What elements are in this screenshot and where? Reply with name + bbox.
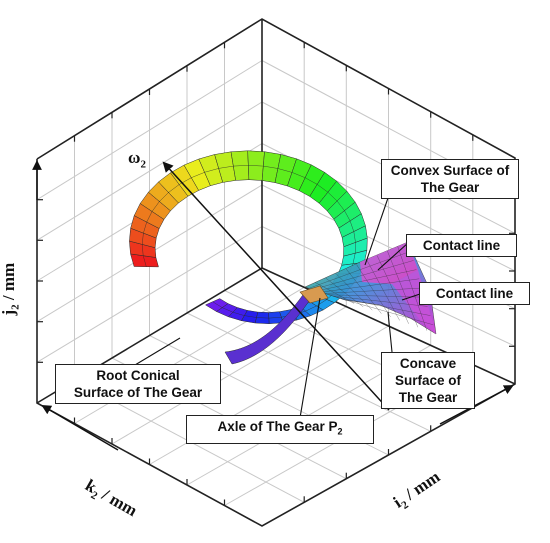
surface-mesh-line	[324, 287, 423, 294]
ribbon-mesh-line	[305, 177, 318, 185]
ribbon-mesh-line	[349, 220, 354, 232]
contact-line-callout-upper: Contact line	[406, 234, 517, 257]
ribbon-mesh-line	[248, 165, 264, 167]
ribbon-mesh-line	[204, 168, 219, 173]
ribbon-mesh-line	[218, 165, 234, 169]
ribbon-mesh-line	[142, 233, 144, 245]
j-axis-label: j2 / mm	[0, 262, 22, 316]
ribbon-mesh-line	[291, 172, 306, 178]
ribbon-mesh-line	[168, 184, 180, 193]
ribbon-mesh-line	[344, 210, 351, 221]
ribbon-mesh-line	[327, 192, 338, 202]
ribbon-mesh-line	[352, 253, 356, 264]
axes-frame	[36, 18, 516, 527]
axle-callout: Axle of The Gear P2	[186, 415, 374, 444]
ribbon-mesh-line	[151, 201, 160, 212]
ribbon-mesh-line	[146, 211, 153, 223]
ribbon-mesh-line	[222, 307, 233, 313]
ribbon-segment	[204, 298, 229, 312]
surface-mesh-line	[336, 297, 431, 316]
ribbon-mesh-line	[336, 200, 345, 211]
surface-mesh-line	[387, 250, 418, 328]
ribbon-mesh-line	[191, 172, 205, 178]
surface-mesh-line	[397, 246, 428, 331]
ribbon-mesh-line	[232, 312, 245, 316]
gear-axle	[162, 161, 390, 411]
convex-surface-callout: Convex Surface of The Gear	[381, 159, 519, 199]
ribbon-mesh-line	[143, 222, 147, 234]
surface-mesh-line	[376, 255, 409, 324]
ribbon-mesh-line	[277, 168, 293, 173]
ribbon-mesh-line	[256, 317, 269, 319]
ribbon-mesh-line	[263, 165, 278, 169]
ribbon-mesh-line	[179, 177, 192, 185]
surface-mesh-line	[366, 259, 400, 321]
ribbon-mesh-line	[353, 231, 356, 243]
concave-convex-contact-surface	[299, 241, 437, 335]
omega-label: ω2	[128, 148, 146, 171]
root-conical-surface	[129, 150, 368, 365]
surface-mesh-line	[340, 298, 434, 325]
surface-mesh-line	[332, 295, 428, 307]
ribbon-mesh-line	[212, 301, 223, 308]
ribbon-mesh-line	[143, 255, 147, 267]
surface-mesh-line	[328, 294, 425, 298]
ribbon-mesh-line	[244, 315, 257, 318]
ribbon-mesh-line	[317, 184, 329, 193]
contact-line-callout-lower: Contact line	[419, 282, 530, 305]
ribbon-mesh-line	[268, 317, 282, 319]
root-conical-surface-callout: Root Conical Surface of The Gear	[55, 364, 221, 404]
ribbon-mesh-line	[233, 165, 249, 167]
axis-arrows	[32, 160, 514, 451]
ribbon-mesh-line	[305, 305, 317, 312]
ribbon-mesh-line	[142, 244, 144, 256]
ribbon-mesh-line	[159, 192, 169, 202]
ribbon-mesh-line	[316, 299, 327, 307]
concave-surface-callout: Concave Surface of The Gear	[381, 352, 475, 409]
